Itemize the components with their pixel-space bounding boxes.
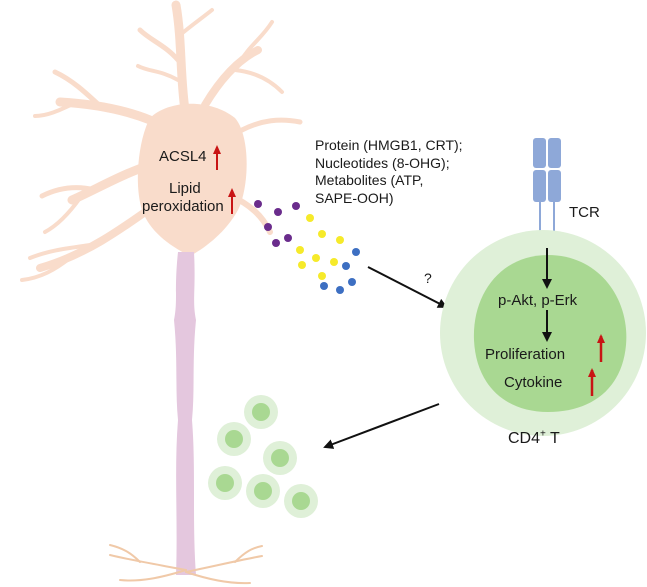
molecule-dot-yellow xyxy=(312,254,320,262)
proliferated-cell xyxy=(208,466,242,500)
lipid-peroxidation-label-line1: Lipid xyxy=(169,180,201,197)
molecule-dot-purple xyxy=(292,202,300,210)
cd4-t-cell-label-suffix: T xyxy=(545,430,560,447)
neuron-soma xyxy=(137,103,247,256)
released-molecules-line: SAPE-OOH) xyxy=(315,189,394,206)
molecule-dot-purple xyxy=(272,239,280,247)
released-molecules-list: Protein (HMGB1, CRT); Nucleotides (8-OHG… xyxy=(315,137,515,207)
molecule-dot-purple xyxy=(284,234,292,242)
molecule-dot-yellow xyxy=(318,230,326,238)
molecule-dot-yellow xyxy=(306,214,314,222)
acsl4-label: ACSL4 xyxy=(159,148,207,165)
neuron xyxy=(20,0,303,585)
tcell-to-proliferated-cells-arrow xyxy=(323,403,440,449)
axon-terminals xyxy=(109,544,263,585)
lipid-peroxidation-label-line2: peroxidation xyxy=(142,198,224,215)
molecule-dot-yellow xyxy=(330,258,338,266)
cytokine-label: Cytokine xyxy=(504,374,563,391)
released-molecule-dots xyxy=(254,200,360,294)
molecule-dot-yellow xyxy=(296,246,304,254)
proliferated-cell xyxy=(217,422,251,456)
molecule-dot-yellow xyxy=(336,236,344,244)
proliferated-cell xyxy=(246,474,280,508)
proliferated-cell xyxy=(263,441,297,475)
unknown-mechanism-label: ? xyxy=(424,270,432,286)
molecule-dot-yellow xyxy=(318,272,326,280)
neuron-axon xyxy=(174,252,196,575)
released-molecules-line: Nucleotides (8-OHG); xyxy=(315,154,450,171)
tcr-label: TCR xyxy=(569,204,600,221)
proliferation-label: Proliferation xyxy=(485,346,566,363)
molecule-dot-blue xyxy=(336,286,344,294)
released-molecules-line: Metabolites (ATP, xyxy=(315,172,424,188)
tcr-receptor xyxy=(533,138,561,250)
cd4-t-cell-label-sup: + xyxy=(540,428,546,440)
molecule-dot-purple xyxy=(274,208,282,216)
released-molecules-line: Protein (HMGB1, CRT); xyxy=(315,137,463,153)
pathway-label: p-Akt, p-Erk xyxy=(498,292,578,309)
cd4-t-cell-label-main: CD4 xyxy=(508,430,541,447)
molecule-dot-blue xyxy=(320,282,328,290)
proliferated-cell xyxy=(244,395,278,429)
molecule-dot-purple xyxy=(264,223,272,231)
molecule-dot-yellow xyxy=(298,261,306,269)
cd4-t-cell-label: CD4+ T xyxy=(508,428,560,448)
proliferated-cell xyxy=(284,484,318,518)
proliferated-t-cells xyxy=(208,395,318,518)
molecule-dot-purple xyxy=(254,200,262,208)
molecule-dot-blue xyxy=(348,278,356,286)
molecule-dot-blue xyxy=(342,262,350,270)
molecule-dot-blue xyxy=(352,248,360,256)
molecules-to-tcell-arrow xyxy=(367,266,448,308)
